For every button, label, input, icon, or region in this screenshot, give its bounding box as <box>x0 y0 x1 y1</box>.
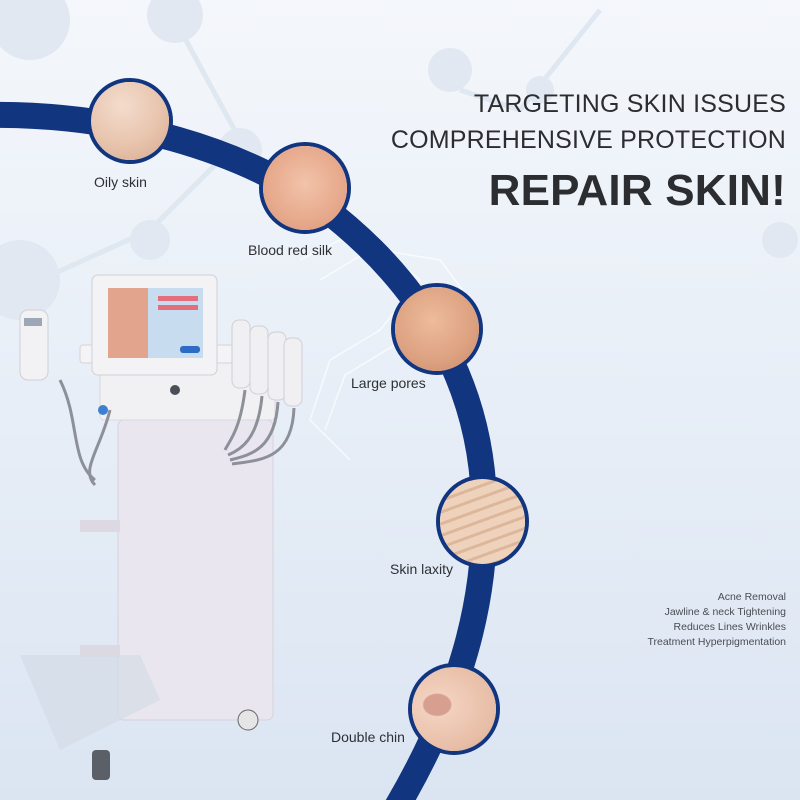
issue-label-oily-skin: Oily skin <box>94 174 147 190</box>
issue-label-blood-red-silk: Blood red silk <box>248 242 333 258</box>
feature-list: Acne Removal Jawline & neck Tightening R… <box>647 590 786 650</box>
headline-line-2: COMPREHENSIVE PROTECTION <box>390 126 786 154</box>
headline-main: REPAIR SKIN! <box>488 166 786 215</box>
headline-line-1: TARGETING SKIN ISSUES <box>473 90 786 118</box>
issue-label-double-chin: Double chin <box>331 729 405 745</box>
skin-laxity-icon <box>436 475 529 568</box>
feature-item: Acne Removal <box>717 591 786 603</box>
issue-label-skin-laxity: Skin laxity <box>390 561 454 577</box>
oily-skin-icon <box>87 78 173 164</box>
feature-item: Jawline & neck Tightening <box>664 606 786 618</box>
large-pores-icon <box>391 283 483 375</box>
red-cheek-icon <box>259 142 351 234</box>
feature-item: Treatment Hyperpigmentation <box>647 636 786 648</box>
device-illustration <box>0 260 320 800</box>
double-chin-icon <box>408 663 500 755</box>
feature-item: Reduces Lines Wrinkles <box>673 621 786 633</box>
issue-label-large-pores: Large pores <box>351 375 426 391</box>
